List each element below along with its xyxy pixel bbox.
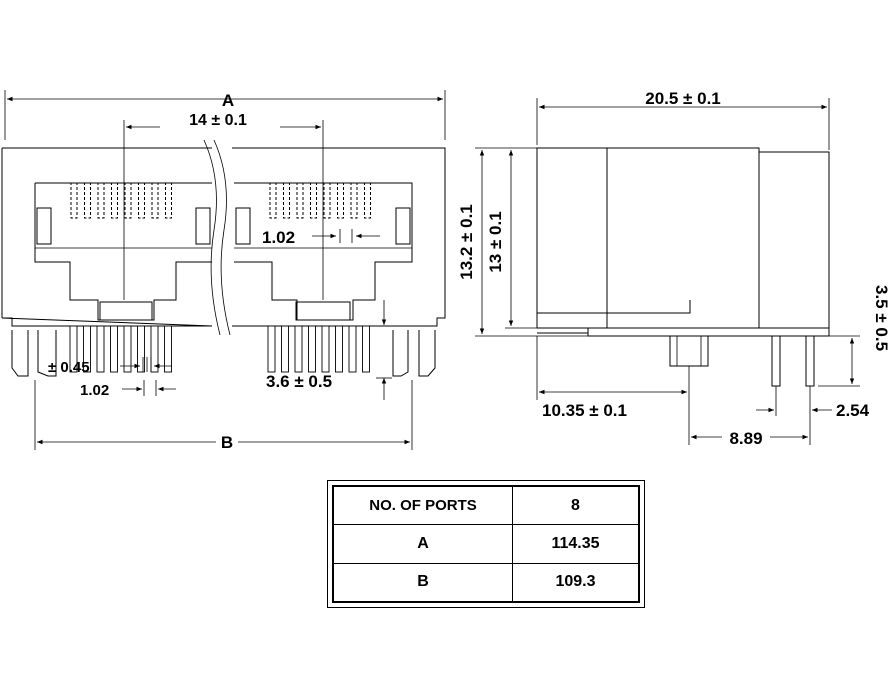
post-left-inner: [37, 330, 57, 377]
side-post: [669, 335, 709, 367]
contact: [310, 182, 317, 219]
pin: [267, 325, 276, 373]
pin: [164, 325, 172, 373]
contact: [138, 182, 145, 219]
table-row-value: 114.35: [512, 524, 639, 564]
dim-offset-label: 10.35 ± 0.1: [542, 401, 627, 420]
dim-height-inner-label: 13 ± 0.1: [486, 211, 505, 272]
side-pin-2: [805, 335, 815, 387]
dim-pin-length-label: 3.6 ± 0.5: [266, 372, 332, 391]
post-right-outer: [418, 330, 436, 377]
dim-row-spacing-label: 8.89: [729, 429, 762, 448]
spec-table: NO. OF PORTS 8 A 114.35 B 109.3: [327, 480, 645, 608]
contacts-left: [70, 182, 172, 219]
pins-left: [69, 325, 172, 373]
contact: [151, 182, 159, 219]
contact: [111, 182, 118, 219]
contact: [84, 182, 91, 219]
side-base-plate: [587, 327, 830, 337]
pin: [281, 325, 289, 373]
contact: [269, 182, 277, 219]
table-row: B 109.3: [333, 562, 639, 603]
port-right-opening: [234, 182, 413, 321]
table-row-value: 109.3: [512, 562, 639, 603]
contact: [323, 182, 331, 219]
side-pin-1: [771, 335, 781, 387]
dim-depth-label: 20.5 ± 0.1: [645, 89, 721, 108]
dim-pin-height-label: 3.5 ± 0.5: [872, 285, 890, 351]
pin: [123, 325, 132, 373]
side-main-body: [606, 147, 760, 329]
table-header-row: NO. OF PORTS 8: [333, 485, 639, 526]
dim-b-label: B: [221, 433, 233, 452]
pin: [335, 325, 343, 373]
port-left-opening: [34, 182, 212, 321]
pin: [83, 325, 91, 373]
side-front-face: [536, 147, 608, 329]
contact: [97, 182, 105, 219]
pin: [348, 325, 357, 373]
post-right-inner: [392, 330, 409, 377]
port-left-latch-l: [36, 207, 52, 245]
port-right-key: [295, 301, 351, 321]
pin: [321, 325, 330, 373]
pin: [294, 325, 303, 373]
dim-pin-width-label: ± 0.45: [48, 359, 90, 376]
contact: [165, 182, 172, 219]
port-right-latch-l: [235, 207, 251, 245]
dim-height-outer-label: 13.2 ± 0.1: [457, 204, 476, 280]
dim-lower-pitch-label: 1.02: [80, 382, 109, 399]
pin: [308, 325, 316, 373]
port-left-latch-r: [195, 207, 211, 245]
contact: [337, 182, 344, 219]
contact: [283, 182, 290, 219]
dim-port-pitch-label: 14 ± 0.1: [189, 112, 247, 129]
contact: [296, 182, 304, 219]
table-row-label: A: [333, 524, 513, 564]
pin: [137, 325, 145, 373]
contact: [350, 182, 358, 219]
post-left-outer: [11, 330, 29, 377]
contact: [124, 182, 132, 219]
side-rear-block: [758, 151, 830, 329]
pin: [69, 325, 78, 373]
contacts-right: [269, 182, 371, 219]
table-header-value: 8: [512, 485, 639, 526]
pins-right: [267, 325, 370, 373]
pin: [150, 325, 159, 373]
contact: [364, 182, 371, 219]
dim-a-label: A: [222, 91, 234, 110]
table-row: A 114.35: [333, 524, 639, 564]
table-header-label: NO. OF PORTS: [333, 485, 513, 526]
contact: [70, 182, 78, 219]
pin: [96, 325, 105, 373]
table-row-label: B: [333, 562, 513, 603]
pin: [110, 325, 118, 373]
front-view: A 14 ± 0.1: [1, 90, 446, 452]
port-right-latch-r: [395, 207, 411, 245]
port-left-key: [99, 301, 153, 321]
housing-outline: [1, 147, 446, 327]
pin: [362, 325, 370, 373]
dim-upper-pitch-label: 1.02: [262, 228, 295, 247]
side-view: 20.5 ± 0.1 13.2 ± 0.1 13 ± 0.1 3.5 ± 0.5: [457, 89, 890, 448]
dim-pin-pitch-label: 2.54: [836, 401, 870, 420]
